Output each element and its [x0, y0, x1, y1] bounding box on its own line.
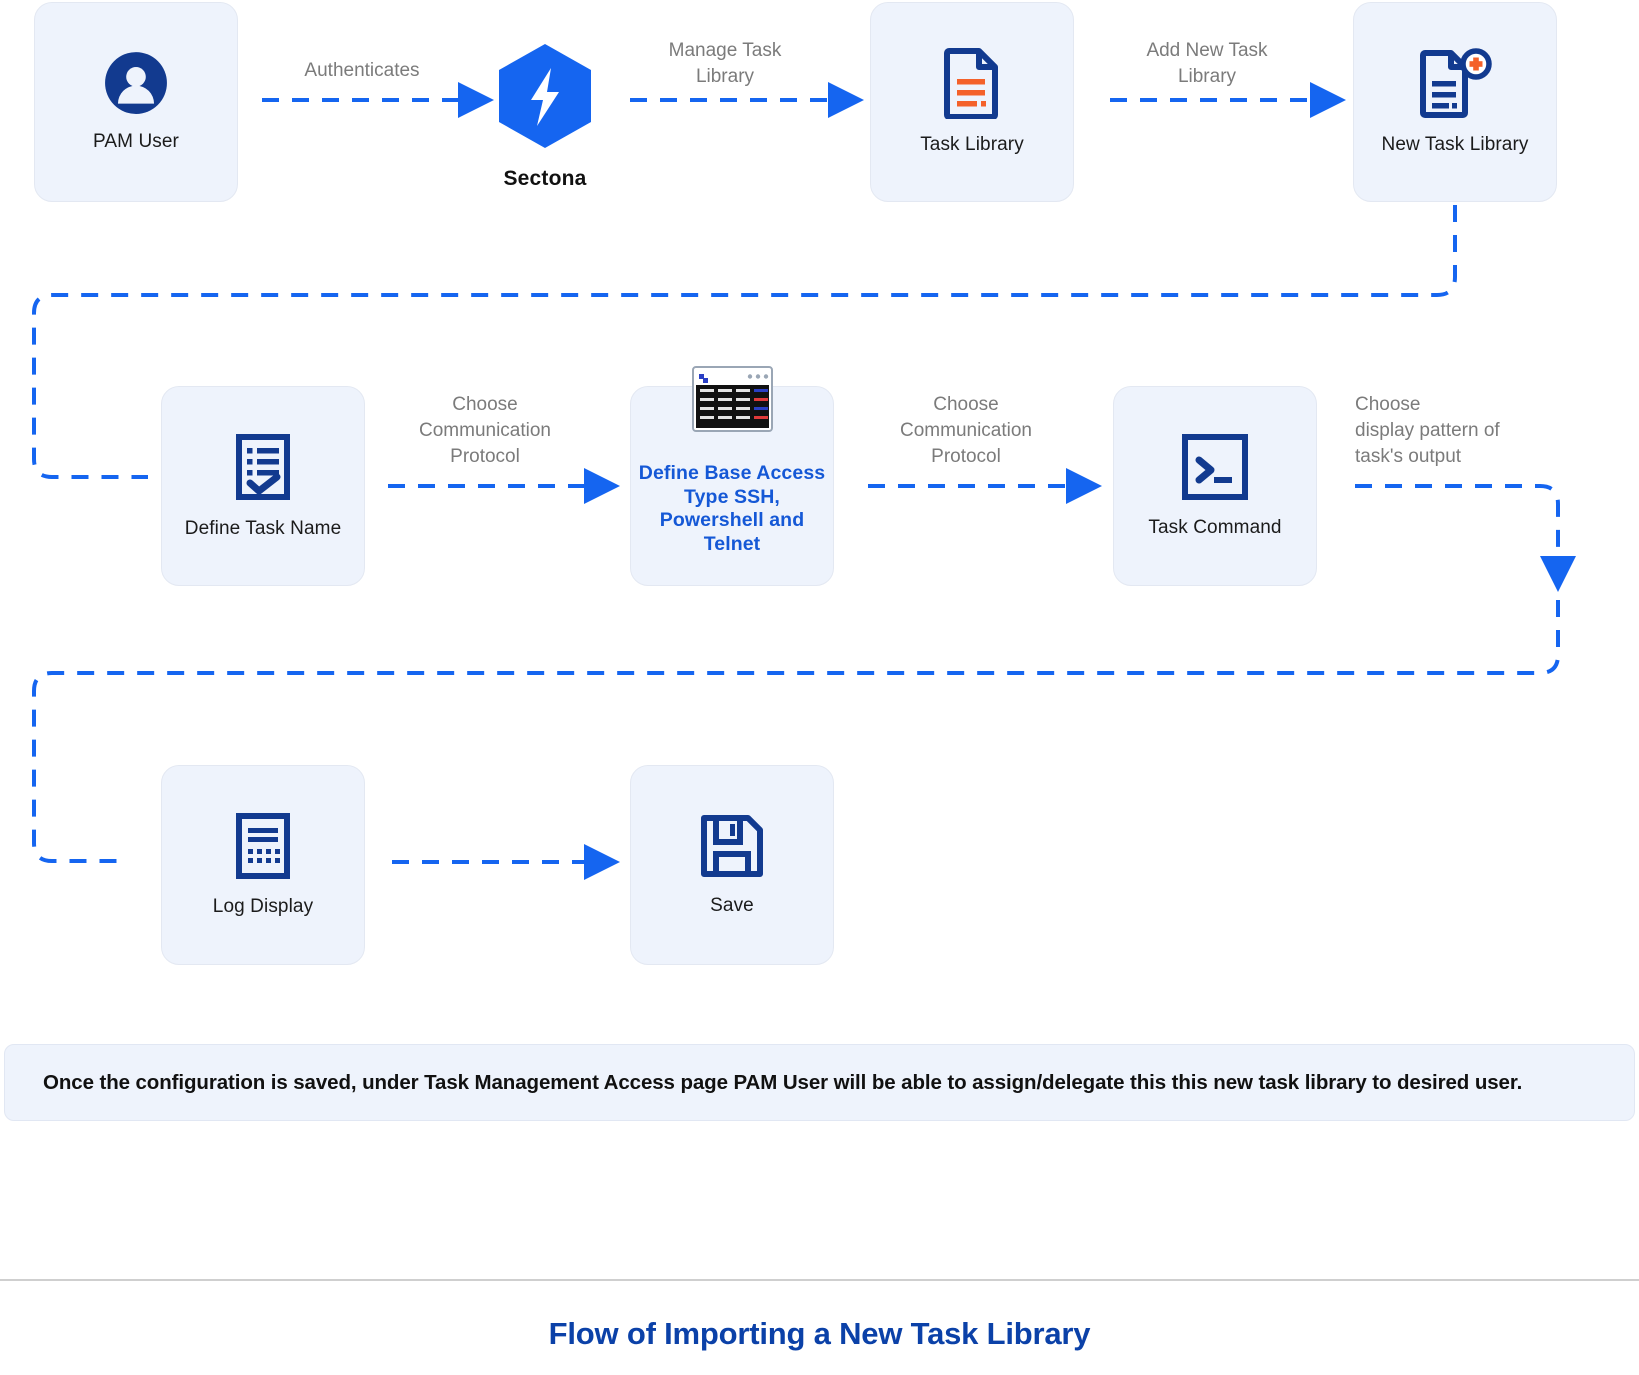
node-label: PAM User	[93, 131, 179, 152]
wire-row1-to-row2	[32, 205, 1457, 479]
diagram-title: Flow of Importing a New Task Library	[548, 1316, 1091, 1351]
user-avatar-icon	[103, 50, 169, 116]
node-label: Task Library	[920, 134, 1024, 155]
node-new-task-library[interactable]: New Task Library	[1353, 2, 1557, 202]
node-label: New Task Library	[1381, 134, 1529, 155]
document-lines-icon	[941, 47, 1003, 120]
caption-choose-protocol-2: Choose Communication Protocol	[900, 394, 1032, 467]
node-save[interactable]: Save	[630, 765, 834, 965]
caption-choose-display-pattern: Choose display pattern of task's output	[1355, 394, 1500, 467]
caption-manage-task-library: Manage Task Library	[668, 40, 782, 87]
node-label: Define Task Name	[184, 518, 342, 539]
checklist-icon	[231, 431, 295, 503]
node-label: Task Command	[1148, 517, 1282, 538]
caption-choose-protocol-1: Choose Communication Protocol	[419, 394, 551, 467]
caption-add-new-task-library: Add New Task Library	[1146, 40, 1268, 87]
info-banner: Once the configuration is saved, under T…	[4, 1044, 1635, 1121]
terminal-window-icon	[692, 366, 773, 437]
node-define-task-name[interactable]: Define Task Name	[161, 386, 365, 586]
document-add-icon	[1417, 47, 1493, 119]
node-task-library[interactable]: Task Library	[870, 2, 1074, 202]
command-prompt-icon	[1180, 432, 1250, 502]
node-sectona[interactable]: Sectona	[480, 42, 610, 191]
wire-row2-to-row3	[32, 600, 1560, 863]
node-label: Sectona	[503, 167, 587, 190]
sectona-hexagon-logo-icon	[497, 42, 593, 155]
node-label: Log Display	[212, 896, 314, 917]
node-base-access-type[interactable]: Define Base Access Type SSH, Powershell …	[630, 386, 834, 586]
footer-divider	[0, 1279, 1639, 1281]
floppy-disk-save-icon	[698, 812, 766, 880]
log-document-icon	[231, 811, 295, 881]
info-banner-text: Once the configuration is saved, under T…	[43, 1070, 1523, 1094]
node-log-display[interactable]: Log Display	[161, 765, 365, 965]
caption-authenticates: Authenticates	[304, 60, 420, 81]
node-pam-user[interactable]: PAM User	[34, 2, 238, 202]
node-label: Define Base Access Type SSH, Powershell …	[638, 462, 826, 555]
node-label: Save	[710, 895, 754, 916]
node-task-command[interactable]: Task Command	[1113, 386, 1317, 586]
wire-row2-right-down	[1355, 484, 1576, 592]
